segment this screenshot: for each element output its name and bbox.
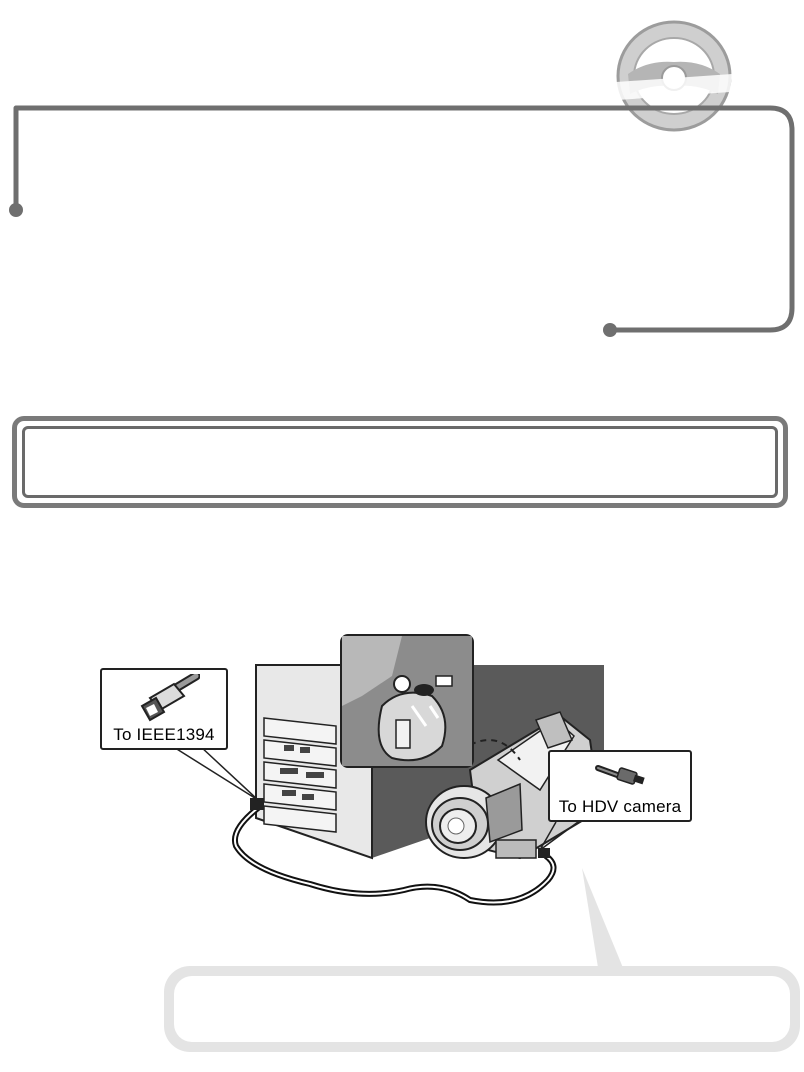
banner-box: [12, 416, 788, 508]
mini-dv-plug-icon: [595, 765, 645, 785]
ieee1394-label: To IEEE1394: [113, 725, 215, 744]
frame-dot-right: [603, 323, 617, 337]
ieee1394-plug-icon: [140, 674, 200, 722]
note-box: [164, 966, 800, 1052]
section-frame: [9, 105, 795, 337]
mode-dial-icon: [342, 636, 472, 766]
speech-bubble-pointer: [582, 868, 628, 980]
dial-closeup-inset: [340, 634, 474, 768]
ieee1394-callout: To IEEE1394: [100, 668, 228, 750]
hdv-camera-callout: To HDV camera: [548, 750, 692, 822]
frame-dot-left: [9, 203, 23, 217]
steering-wheel-badge-icon: [616, 20, 732, 132]
hdv-camera-label: To HDV camera: [558, 797, 682, 816]
